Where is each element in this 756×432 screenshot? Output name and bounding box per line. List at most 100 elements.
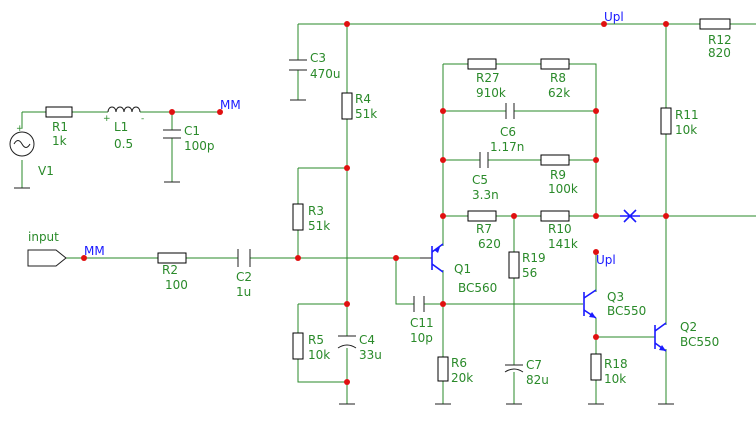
c7-ref: C7 [526,358,542,372]
q2-ref: Q2 [680,320,697,334]
component-labels: V1 R1 1k L1 0.5 C1 100p C3 470u R4 51k R… [38,33,732,387]
v1-source: + [9,124,35,157]
c1-ref: C1 [184,124,200,138]
c2-plates [237,249,251,267]
c5-ref: C5 [472,173,488,187]
r2-ref: R2 [162,263,178,277]
r6-ref: R6 [451,356,467,370]
r12-body [699,18,731,30]
q2-transistor [654,322,667,352]
junctions [81,21,669,385]
q2-legs [654,322,667,352]
r11-ref: R11 [675,108,699,122]
r2-body [157,252,187,264]
net-label-upl-q3: Upl [596,253,616,267]
wires [21,23,756,404]
r19-value: 56 [522,266,537,280]
r11-body [660,107,672,135]
c2-ref: C2 [236,270,252,284]
c6-plates [505,103,515,119]
junction-dot [440,157,446,163]
r4-body [341,92,353,120]
r2-value: 100 [165,278,188,292]
r1-ref: R1 [52,120,68,134]
r1-body [45,106,73,118]
grounds [14,99,674,405]
r7-body [467,210,497,222]
q2-emitter-arrow [659,345,666,351]
source-circle [9,131,35,157]
r27-ref: R27 [476,71,500,85]
net-labels: MM MM Upl Upl input [28,10,624,267]
r10-ref: R10 [548,222,572,236]
junction-dot [601,21,607,27]
r3-body [292,203,304,231]
c7-value: 82u [526,373,549,387]
junction-dot [593,334,599,340]
net-label-mm-top: MM [220,98,241,112]
r8-ref: R8 [550,71,566,85]
r12-value: 820 [708,46,731,60]
junction-dot [440,301,446,307]
c4-ref: C4 [359,333,375,347]
q3-legs [583,289,597,319]
c6-value: 1.17n [490,140,524,154]
r18-value: 10k [604,372,626,386]
r19-body [508,251,520,279]
resistors-horizontal [45,18,731,264]
junction-dot [593,249,599,255]
r7-ref: R7 [476,222,492,236]
inductor-coil [107,106,141,113]
junction-dot [81,255,87,261]
q1-transistor [420,243,444,273]
c7-plate-curved [504,368,524,373]
break-mark-icon [620,209,640,223]
c4-plate-curved [337,344,357,349]
q1-emitter-arrow [434,247,440,253]
junction-dot [440,108,446,114]
l1-inductor: + - [103,106,144,124]
r3-value: 51k [308,219,330,233]
q1-ref: Q1 [454,262,471,276]
c5-value: 3.3n [472,188,499,202]
r10-body [540,210,570,222]
r7-value: 620 [478,237,501,251]
c11-ref: C11 [410,316,434,330]
sine-icon [13,140,31,148]
r4-value: 51k [355,107,377,121]
c3-value: 470u [310,67,341,81]
junction-dot [511,213,517,219]
r11-value: 10k [675,123,697,137]
r9-value: 100k [548,182,578,196]
q3-transistor [583,289,597,319]
c4-value: 33u [359,348,382,362]
q3-emitter-arrow [589,312,596,318]
junction-dot [344,379,350,385]
junction-dot [593,108,599,114]
r12-ref: R12 [708,33,732,47]
junction-dot [344,301,350,307]
c11-value: 10p [410,331,433,345]
junction-dot [593,213,599,219]
r9-ref: R9 [550,168,566,182]
c11-plates [413,296,425,312]
r10-value: 141k [548,237,578,251]
junction-dot [217,109,223,115]
r6-body [437,356,449,382]
r5-value: 10k [308,348,330,362]
c6-ref: C6 [500,125,516,139]
r5-ref: R5 [308,333,324,347]
l1-ref: L1 [114,120,128,134]
r27-value: 910k [476,86,506,100]
c5-plates [479,152,489,168]
r18-ref: R18 [604,357,628,371]
junction-dot [663,213,669,219]
r27-body [467,58,497,70]
junction-dot [169,109,175,115]
v1-plus-mark: + [16,124,24,134]
junction-dot [344,165,350,171]
input-port [27,249,67,267]
q1-value: BC560 [458,281,497,295]
r6-value: 20k [451,371,473,385]
